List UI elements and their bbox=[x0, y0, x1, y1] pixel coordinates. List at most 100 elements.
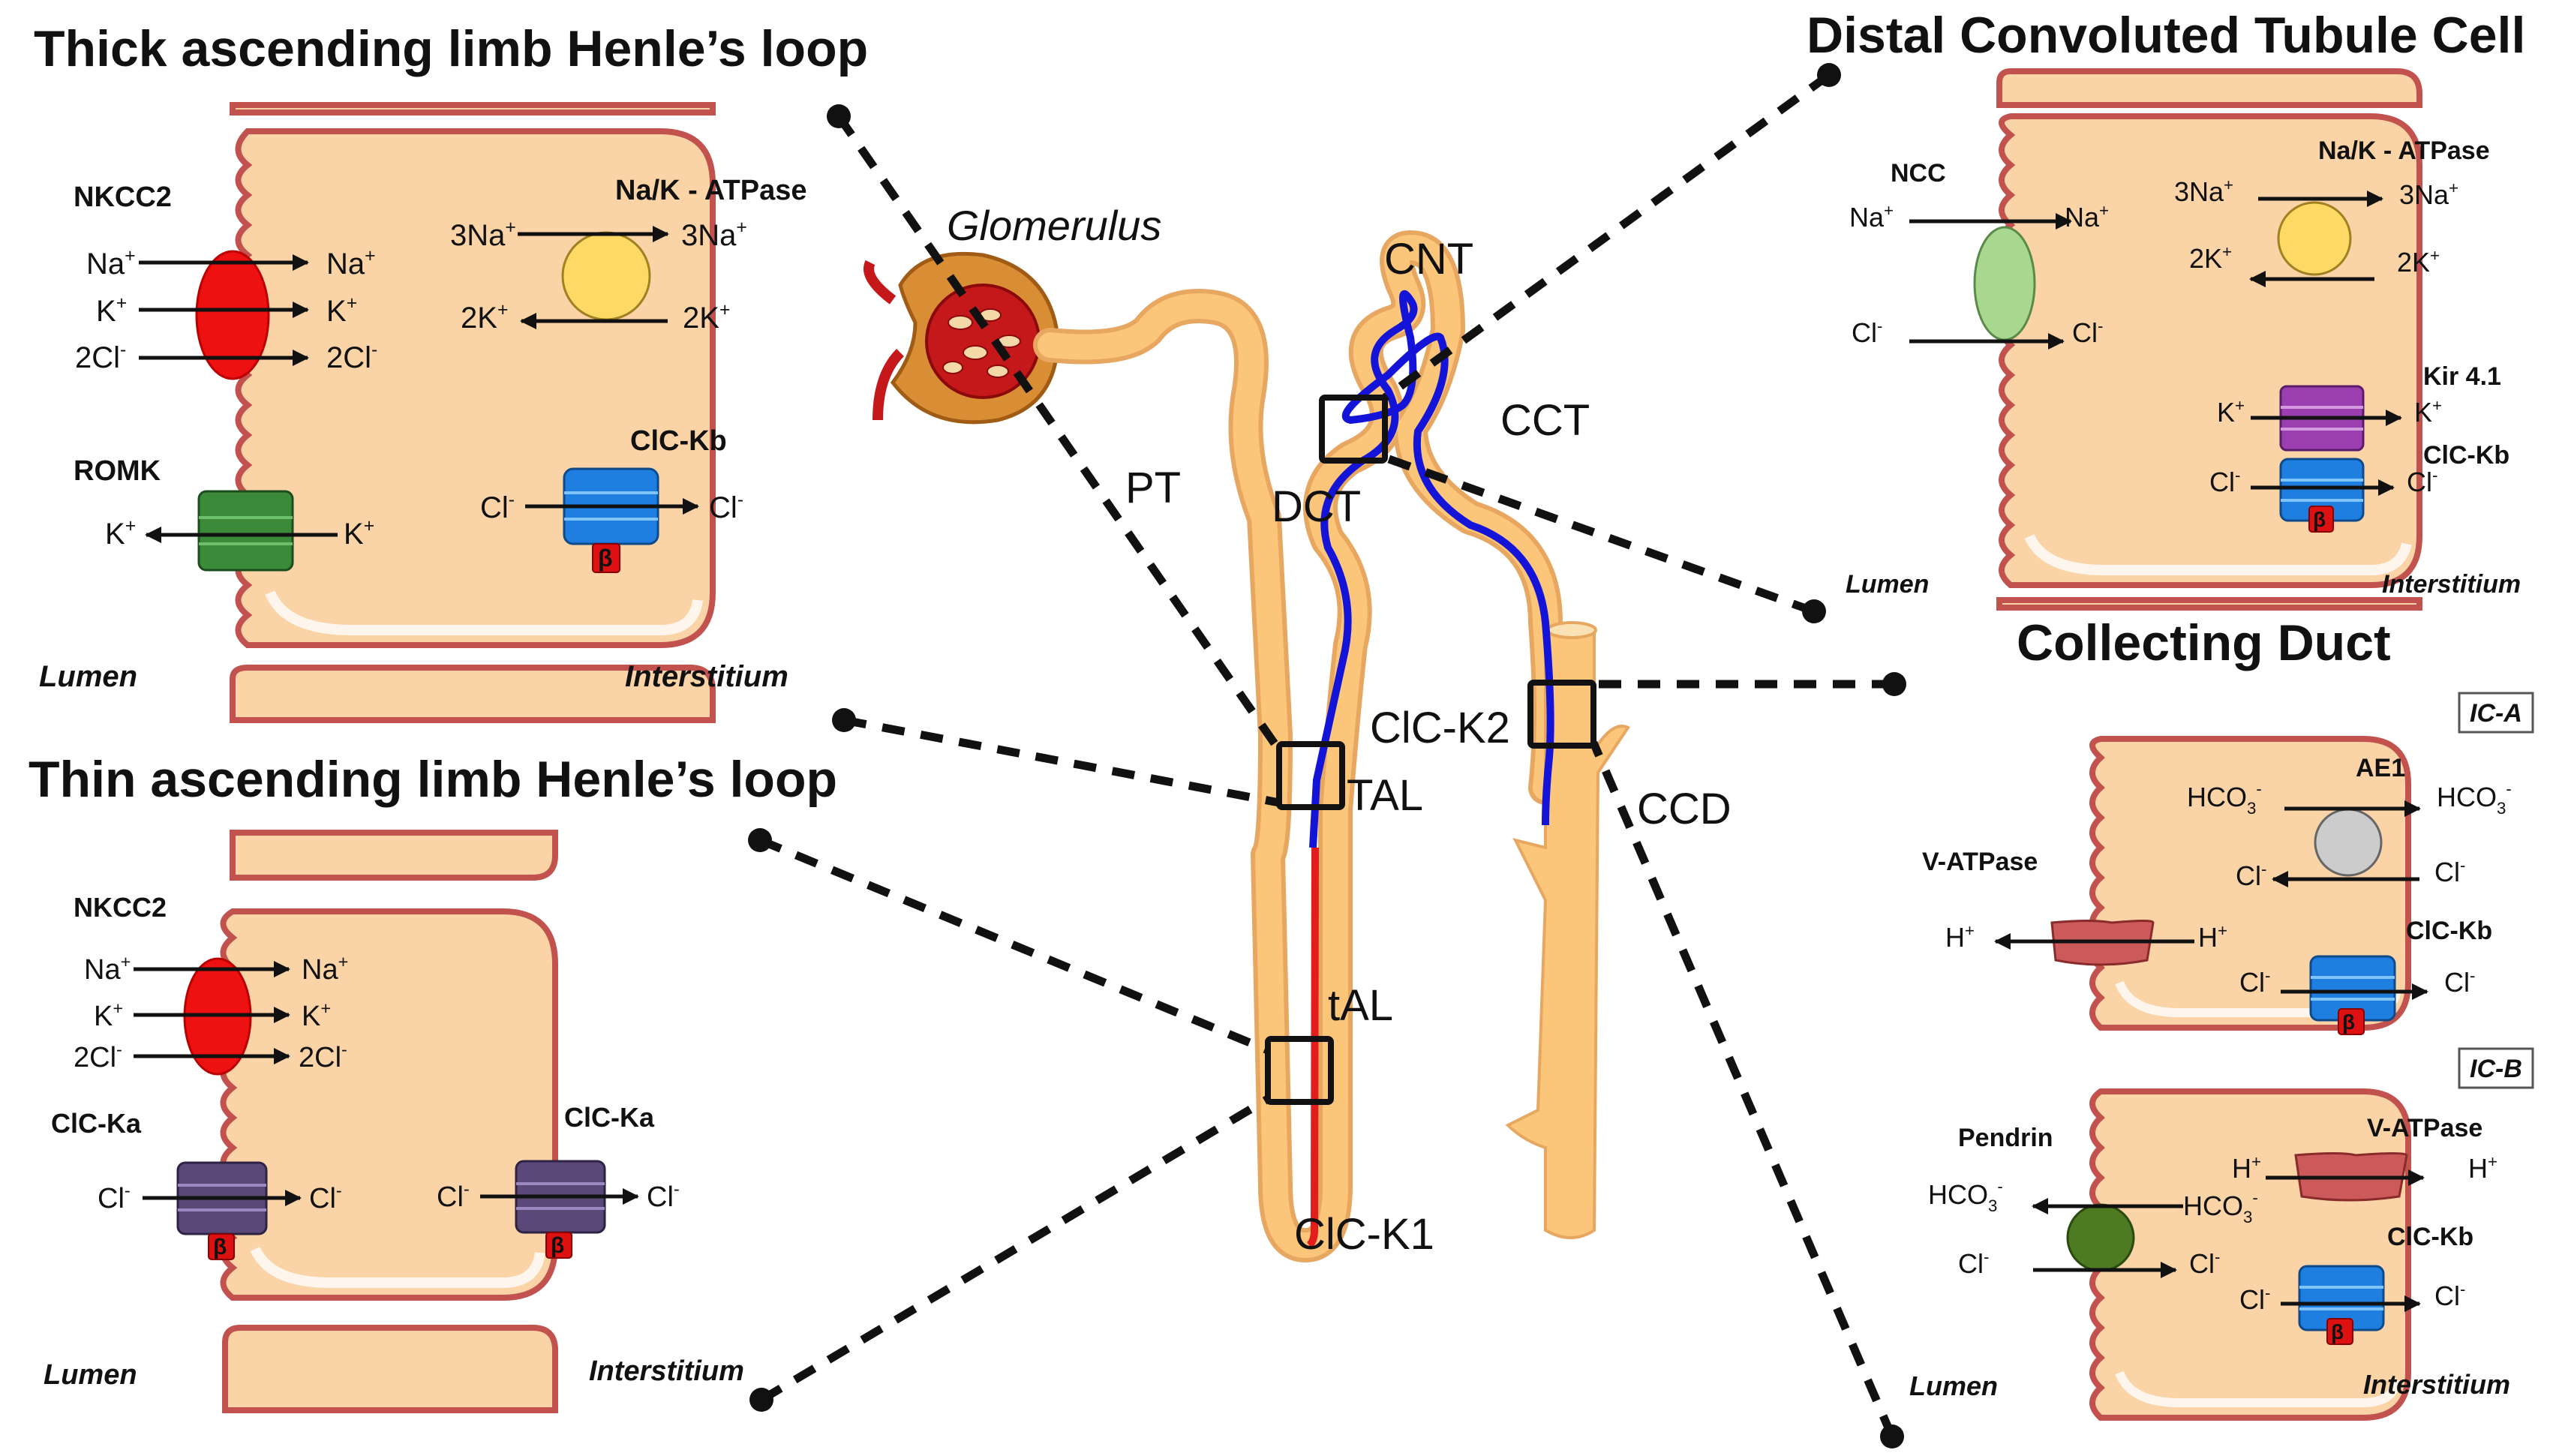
title-distal-convoluted-tubule: Distal Convoluted Tubule Cell bbox=[1807, 7, 2525, 64]
na-k-atpase-label: Na/K - ATPase bbox=[2318, 137, 2490, 165]
cl-cell-label: 2Cl- bbox=[326, 340, 377, 374]
svg-text:2Cl-: 2Cl- bbox=[74, 1040, 122, 1073]
beta-label-right: β bbox=[551, 1233, 564, 1258]
romk-label: ROMK bbox=[74, 455, 161, 487]
nkcc2-label: NKCC2 bbox=[74, 892, 167, 923]
svg-text:3Na+: 3Na+ bbox=[2399, 179, 2458, 210]
kir41-label: Kir 4.1 bbox=[2423, 362, 2501, 391]
2k-out-label: 2K+ bbox=[683, 300, 730, 335]
svg-text:Na+: Na+ bbox=[1849, 201, 1894, 233]
ic-a-label: IC-A bbox=[2470, 699, 2522, 728]
beta-label-left: β bbox=[213, 1235, 227, 1259]
beta-label: β bbox=[2313, 508, 2326, 531]
neighbor-cell-top bbox=[230, 102, 716, 116]
panel-thick-ascending-limb: NKCC2 Na+ Na+ K+ K+ 2Cl- 2Cl- Na/K - ATP… bbox=[39, 102, 807, 723]
clckb-label: ClC-Kb bbox=[2423, 441, 2509, 470]
title-collecting-duct: Collecting Duct bbox=[2017, 614, 2391, 671]
na-k-atpase-pump bbox=[561, 231, 651, 321]
svg-text:Cl-: Cl- bbox=[1958, 1247, 1989, 1279]
beta-subunit bbox=[592, 543, 620, 573]
ncc-transporter bbox=[1973, 226, 2036, 341]
clckb-cl-cell: Cl- bbox=[480, 490, 515, 524]
svg-text:Cl-: Cl- bbox=[2239, 966, 2270, 998]
clckb-a-label: ClC-Kb bbox=[2406, 917, 2492, 945]
na-cell-label: Na+ bbox=[326, 246, 376, 281]
k-cell-label: K+ bbox=[326, 293, 357, 328]
svg-text:Cl-: Cl- bbox=[2209, 466, 2240, 497]
beta-label: β bbox=[598, 545, 613, 572]
pt-label: PT bbox=[1125, 464, 1181, 512]
na-lumen-label: Na+ bbox=[86, 246, 136, 281]
lumen-label: Lumen bbox=[44, 1359, 137, 1391]
v-atpase-a-label: V-ATPase bbox=[1922, 848, 2038, 876]
location-box-dct bbox=[1319, 395, 1388, 464]
collecting-duct-tube bbox=[1505, 629, 1630, 1239]
svg-text:K+: K+ bbox=[2217, 396, 2245, 428]
svg-text:HCO3-: HCO3- bbox=[1928, 1177, 2003, 1215]
svg-text:K+: K+ bbox=[302, 998, 331, 1032]
svg-text:K+: K+ bbox=[2414, 396, 2442, 428]
connector-dots bbox=[748, 63, 1906, 1448]
clcka-right-label: ClC-Ka bbox=[564, 1102, 655, 1133]
cnt-label: CNT bbox=[1384, 235, 1473, 284]
neighbor-cell-bottom bbox=[222, 1325, 558, 1413]
ccd-label: CCD bbox=[1637, 785, 1732, 833]
pendrin-label: Pendrin bbox=[1958, 1124, 2053, 1152]
cell-highlight bbox=[2024, 533, 2412, 575]
k-lumen-label: K+ bbox=[96, 293, 127, 328]
v-atpase-b-label: V-ATPase bbox=[2367, 1114, 2482, 1142]
clck2-expression-line bbox=[1309, 290, 1554, 848]
panel-collecting-duct: IC-A AE1 HCO3- HCO3- Cl- Cl- V-ATPase H+… bbox=[1909, 692, 2534, 1421]
interstitium-label: Interstitium bbox=[2363, 1369, 2510, 1400]
ic-a-tag bbox=[2458, 692, 2534, 734]
interstitium-label: Interstitium bbox=[625, 660, 788, 693]
neighbor-cell-bottom bbox=[1996, 597, 2422, 611]
svg-text:Cl-: Cl- bbox=[2236, 860, 2266, 891]
romk-k-lumen: K+ bbox=[105, 516, 136, 551]
neighbor-cell-top bbox=[230, 830, 558, 881]
svg-text:Cl-: Cl- bbox=[1852, 317, 1882, 348]
svg-text:Cl-: Cl- bbox=[98, 1181, 131, 1214]
panel-distal-convoluted-tubule: NCC Na+ Na+ Cl- Cl- Na/K - ATPase 3Na+ 3… bbox=[1846, 68, 2521, 611]
clckb-cl-out: Cl- bbox=[709, 490, 743, 524]
svg-text:Na+: Na+ bbox=[302, 952, 348, 986]
clck1-expression-line bbox=[1306, 847, 1319, 1249]
tal-label: TAL bbox=[1347, 771, 1423, 820]
beta-subunit-left bbox=[208, 1233, 235, 1260]
nkcc2-label: NKCC2 bbox=[74, 182, 172, 213]
interstitium-label: Interstitium bbox=[2382, 570, 2521, 599]
svg-text:Cl-: Cl- bbox=[2444, 966, 2475, 998]
beta-subunit bbox=[2308, 506, 2334, 533]
neighbor-cell-bottom bbox=[230, 665, 716, 723]
location-box-ccd bbox=[1527, 680, 1596, 749]
svg-text:2K+: 2K+ bbox=[2397, 246, 2440, 278]
epithelial-cell bbox=[235, 128, 716, 648]
tubule-fill bbox=[1038, 235, 1562, 1258]
svg-text:H+: H+ bbox=[2232, 1152, 2261, 1184]
na-k-atpase-label: Na/K - ATPase bbox=[615, 175, 807, 206]
thin-al-label: tAL bbox=[1328, 981, 1393, 1030]
title-thin-ascending-limb: Thin ascending limb Henle’s loop bbox=[29, 751, 837, 808]
ic-b-cell bbox=[2089, 1088, 2411, 1421]
svg-text:Cl-: Cl- bbox=[2239, 1283, 2270, 1315]
svg-text:HCO3-: HCO3- bbox=[2437, 779, 2512, 818]
beta-subunit-a bbox=[2338, 1008, 2365, 1035]
svg-text:H+: H+ bbox=[2468, 1152, 2497, 1184]
svg-text:H+: H+ bbox=[1945, 921, 1975, 953]
romk-k-cell: K+ bbox=[344, 516, 374, 551]
lumen-label: Lumen bbox=[1846, 570, 1929, 599]
svg-text:Cl-: Cl- bbox=[647, 1179, 680, 1213]
cell-highlight bbox=[250, 1246, 545, 1288]
ic-b-tag bbox=[2458, 1047, 2534, 1089]
clckb-b-label: ClC-Kb bbox=[2387, 1223, 2473, 1251]
svg-text:3Na+: 3Na+ bbox=[2174, 176, 2233, 207]
nephron-diagram: Glomerulus CNT CCT PT DCT ClC-K2 TAL CCD bbox=[864, 202, 1732, 1262]
svg-text:Cl-: Cl- bbox=[2434, 856, 2465, 887]
ae1-label: AE1 bbox=[2356, 754, 2405, 782]
clck2-label: ClC-K2 bbox=[1370, 704, 1510, 752]
beta-label-b: β bbox=[2331, 1320, 2344, 1343]
svg-text:2K+: 2K+ bbox=[2189, 242, 2232, 274]
2k-cell-label: 2K+ bbox=[461, 300, 508, 335]
svg-text:Na+: Na+ bbox=[84, 952, 131, 986]
